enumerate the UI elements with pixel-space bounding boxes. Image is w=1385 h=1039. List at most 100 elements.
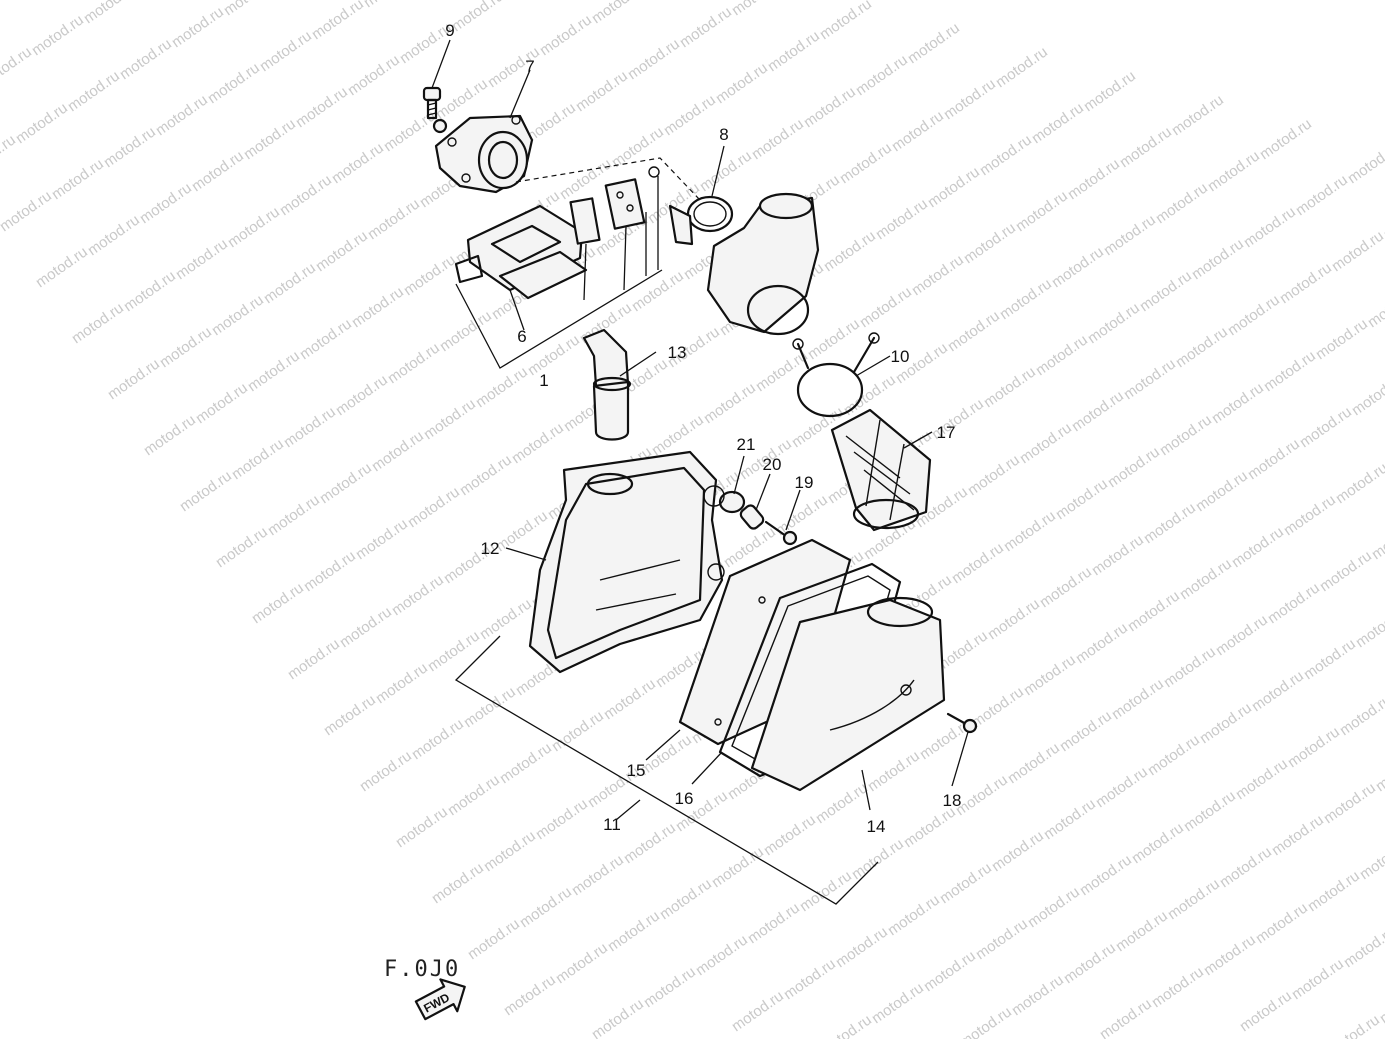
watermark-text: motod.ru	[1057, 707, 1115, 755]
watermark-text: motod.ru	[461, 683, 519, 731]
watermark-text: motod.ru	[1353, 603, 1385, 651]
watermark-text: motod.ru	[701, 379, 759, 427]
watermark-text: motod.ru	[137, 179, 195, 227]
watermark-text: motod.ru	[1289, 955, 1347, 1003]
callout-14: 13	[668, 343, 687, 362]
watermark-text: motod.ru	[761, 811, 819, 859]
watermark-text: motod.ru	[849, 835, 907, 883]
watermark-text: motod.ru	[1233, 755, 1291, 803]
watermark-text: motod.ru	[401, 251, 459, 299]
watermark-text: motod.ru	[981, 363, 1039, 411]
watermark-text: motod.ru	[1329, 227, 1385, 275]
watermark-text: motod.ru	[837, 139, 895, 187]
watermark-text: motod.ru	[937, 859, 995, 907]
watermark-text: motod.ru	[1021, 651, 1079, 699]
watermark-text: motod.ru	[1173, 323, 1231, 371]
watermark-text: motod.ru	[465, 915, 523, 963]
watermark-text: motod.ru	[1061, 939, 1119, 987]
watermark-text: motod.ru	[245, 347, 303, 395]
callout-7: 7	[525, 57, 534, 76]
watermark-text: motod.ru	[49, 155, 107, 203]
watermark-text: motod.ru	[493, 507, 551, 555]
watermark-text: motod.ru	[409, 715, 467, 763]
watermark-text: motod.ru	[921, 947, 979, 995]
watermark-text: motod.ru	[177, 467, 235, 515]
watermark-text: motod.ru	[1121, 355, 1179, 403]
watermark-text: motod.ru	[817, 0, 875, 43]
watermark-text: motod.ru	[873, 195, 931, 243]
watermark-text: motod.ru	[709, 843, 767, 891]
watermark-text: motod.ru	[1017, 419, 1075, 467]
watermark-text: motod.ru	[1189, 235, 1247, 283]
callout-19: 19	[795, 473, 814, 492]
watermark-text: motod.ru	[661, 91, 719, 139]
watermark-text: motod.ru	[285, 635, 343, 683]
watermark-text: motod.ru	[357, 747, 415, 795]
callout-8: 9	[445, 21, 454, 40]
watermark-text: motod.ru	[433, 75, 491, 123]
part-11-assembly-bracket	[454, 635, 879, 905]
watermark-text: motod.ru	[1109, 675, 1167, 723]
watermark-text: motod.ru	[1053, 475, 1111, 523]
watermark-text: motod.ru	[333, 371, 391, 419]
watermark-text: motod.ru	[609, 123, 667, 171]
watermark-text: motod.ru	[629, 267, 687, 315]
watermark-text: motod.ru	[625, 35, 683, 83]
watermark-text: motod.ru	[1037, 563, 1095, 611]
watermark-text: motod.ru	[1349, 371, 1385, 419]
watermark-text: motod.ru	[1029, 99, 1087, 147]
watermark-text: motod.ru	[1365, 283, 1385, 331]
watermark-text: motod.ru	[301, 547, 359, 595]
watermark-text: motod.ru	[449, 0, 507, 35]
watermark-text: motod.ru	[1049, 243, 1107, 291]
watermark-text: motod.ru	[293, 83, 351, 131]
watermark-text: motod.ru	[209, 291, 267, 339]
watermark-text: motod.ru	[0, 0, 51, 3]
watermark-text: motod.ru	[1197, 699, 1255, 747]
watermark-text: motod.ru	[337, 603, 395, 651]
watermark-text: motod.ru	[121, 267, 179, 315]
watermark-text: motod.ru	[745, 899, 803, 947]
watermark-text: motod.ru	[729, 987, 787, 1035]
watermark-text: motod.ru	[977, 131, 1035, 179]
watermark-text: motod.ru	[817, 1011, 875, 1039]
watermark-text: motod.ru	[985, 595, 1043, 643]
watermark-text: motod.ru	[329, 139, 387, 187]
watermark-text: motod.ru	[205, 59, 263, 107]
watermark-text: motod.ru	[1333, 459, 1385, 507]
watermark-text: motod.ru	[1337, 691, 1385, 739]
figure-code: F.0J0	[384, 957, 460, 982]
watermark-text: motod.ru	[601, 675, 659, 723]
watermark-text: motod.ru	[941, 75, 999, 123]
watermark-text: motod.ru	[33, 243, 91, 291]
watermark-text: motod.ru	[277, 171, 335, 219]
watermark-text: motod.ru	[473, 363, 531, 411]
watermark-text: motod.ru	[257, 27, 315, 75]
watermark-text: motod.ru	[373, 659, 431, 707]
watermark-text: motod.ru	[193, 379, 251, 427]
watermark-text: motod.ru	[29, 11, 87, 59]
watermark-text: motod.ru	[649, 411, 707, 459]
watermark-text: motod.ru	[1241, 203, 1299, 251]
watermark-text: motod.ru	[869, 979, 927, 1027]
watermark-text: motod.ru	[365, 195, 423, 243]
watermark-text: motod.ru	[1001, 507, 1059, 555]
part-12-air-filter-case	[528, 450, 725, 674]
watermark-text: motod.ru	[693, 931, 751, 979]
watermark-text: motod.ru	[389, 571, 447, 619]
watermark-text: motod.ru	[1089, 531, 1147, 579]
watermark-text: motod.ru	[1125, 587, 1183, 635]
watermark-text: motod.ru	[1257, 115, 1315, 163]
part-14-elbow-hose	[582, 328, 632, 441]
watermark-text: motod.ru	[1181, 787, 1239, 835]
watermark-text: motod.ru	[249, 579, 307, 627]
watermark-text: motod.ru	[81, 0, 139, 27]
watermark-text: motod.ru	[1177, 555, 1235, 603]
watermark-text: motod.ru	[1077, 851, 1135, 899]
watermark-text: motod.ru	[65, 67, 123, 115]
watermark-text: motod.ru	[1297, 403, 1355, 451]
part-9-hose-clamp	[668, 195, 734, 246]
watermark-text: motod.ru	[713, 59, 771, 107]
part-18-screw	[946, 712, 978, 734]
watermark-text: motod.ru	[1073, 619, 1131, 667]
